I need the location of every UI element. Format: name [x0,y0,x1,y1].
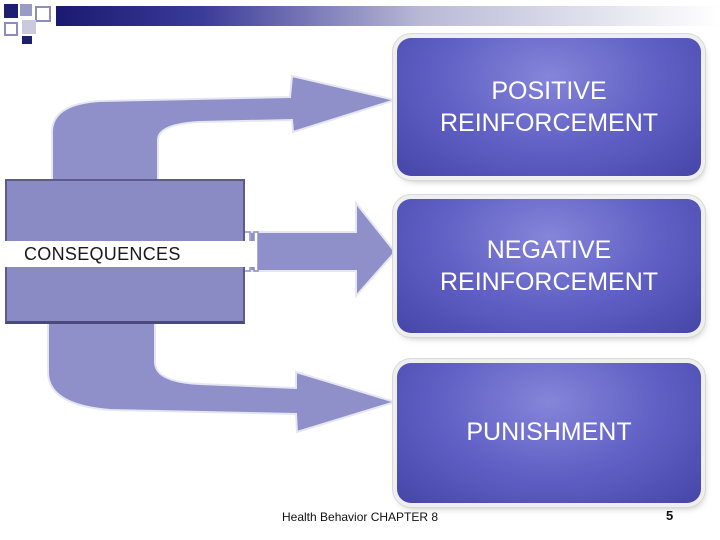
decor-square [22,20,36,34]
positive-reinforcement-label: POSITIVE REINFORCEMENT [439,77,659,137]
negative-reinforcement-label: NEGATIVE REINFORCEMENT [439,236,659,296]
punishment-box: PUNISHMENT [397,363,701,503]
footer-text: Health Behavior CHAPTER 8 [282,510,439,524]
decor-square [20,4,32,16]
arrow-to-punishment [47,319,399,434]
punishment-label: PUNISHMENT [466,418,632,446]
negative-reinforcement-box: NEGATIVE REINFORCEMENT [397,199,701,333]
decor-square [4,4,18,18]
consequences-label: CONSEQUENCES [0,241,256,267]
arrow-to-negative [249,200,397,299]
decor-square [35,6,51,22]
arrow-to-positive [51,74,399,182]
decor-square [22,36,32,44]
positive-reinforcement-box: POSITIVE REINFORCEMENT [397,38,701,176]
decor-square [4,22,18,36]
title-bar-decoration [56,6,720,26]
page-number: 5 [666,508,674,523]
